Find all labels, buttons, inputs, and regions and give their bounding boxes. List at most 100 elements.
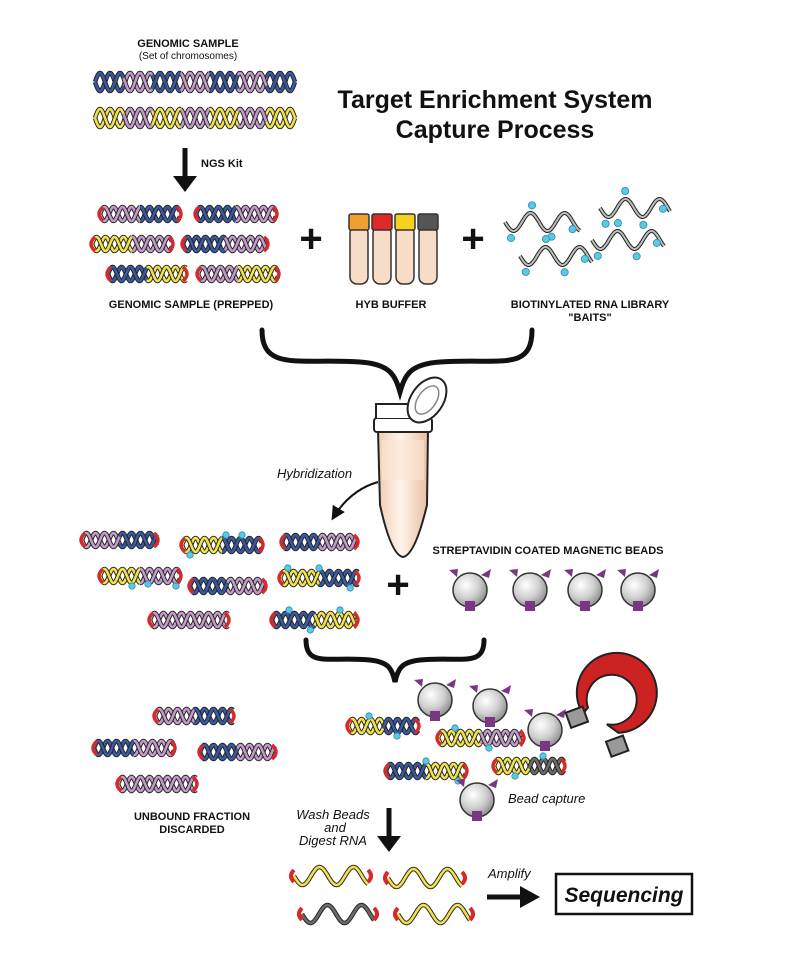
strand-segment: [122, 107, 154, 129]
dna-helix: [91, 738, 177, 758]
combine-brace-bottom: [303, 637, 487, 683]
dna-helix: [92, 106, 298, 130]
dna-helix: [89, 234, 175, 254]
biotin-dot: [613, 219, 622, 228]
streptavidin: [449, 569, 458, 577]
adapter-end: [179, 536, 187, 554]
biotin-dot: [593, 251, 602, 260]
magnetic-bead: [449, 569, 491, 611]
streptavidin: [617, 569, 626, 577]
dna-helix: [345, 712, 421, 740]
title-line-1: Target Enrichment System: [338, 86, 653, 114]
ngs-kit-label: NGS Kit: [201, 158, 243, 170]
dna-helix: [187, 576, 268, 596]
biotin-dot: [451, 724, 459, 732]
streptavidin: [465, 601, 475, 611]
strand-segment: [98, 567, 141, 585]
adapter-end: [262, 235, 270, 253]
rna-baits: [503, 187, 672, 277]
strand-segment: [346, 717, 385, 735]
strand-segment: [236, 743, 277, 761]
strand-fill: [292, 865, 369, 887]
strand-segment: [146, 265, 187, 283]
hybridized-mixture: [79, 530, 361, 634]
magnetic-bead: [456, 779, 498, 821]
strand-outline: [518, 244, 594, 268]
strand-segment: [90, 235, 133, 253]
biotin-dot: [632, 252, 641, 261]
strand-segment: [208, 71, 239, 93]
dna-helix: [79, 530, 160, 550]
strand-segment: [236, 71, 268, 93]
adapter-end: [152, 707, 160, 725]
adapter-end: [413, 717, 421, 735]
strand-outline: [396, 902, 472, 926]
streptavidin: [430, 711, 440, 721]
strand-fill: [386, 867, 463, 889]
streptavidin: [564, 569, 573, 577]
strand-segment: [179, 71, 211, 93]
strand-segment: [133, 739, 176, 757]
biotin-dot: [365, 712, 373, 720]
adapter-end: [518, 729, 526, 747]
adapter-end: [491, 757, 499, 775]
strand-segment: [492, 757, 531, 775]
dna-helix: [269, 606, 360, 634]
biotin-dot: [346, 584, 354, 592]
strand-segment: [194, 205, 237, 223]
strand-segment: [122, 71, 154, 93]
tube-body: [418, 225, 438, 285]
strand-segment: [139, 567, 182, 585]
strand-segment: [236, 107, 268, 129]
adapter-end: [147, 611, 155, 629]
dna-helix: [197, 742, 278, 762]
strand-segment: [265, 107, 297, 129]
streptavidin: [446, 679, 456, 688]
strand-segment: [181, 235, 226, 253]
strand-segment: [226, 577, 267, 595]
adapter-end: [260, 577, 268, 595]
strand-outline: [590, 228, 666, 252]
strand-fill: [300, 903, 376, 925]
strand-fill: [504, 211, 581, 233]
biotin-dot: [186, 551, 194, 559]
adapter-end: [383, 870, 390, 886]
adapter-end: [193, 205, 201, 223]
streptavidin: [541, 569, 551, 578]
rna-bait: [503, 201, 582, 243]
magnetic-bead: [414, 679, 456, 721]
wash-label-line-2: and: [324, 820, 346, 835]
strand-segment: [425, 762, 468, 780]
adapter-end: [393, 906, 400, 922]
bead-capture-cluster: [345, 679, 567, 821]
dna-helix: [115, 774, 199, 794]
biotin-dot: [506, 234, 515, 243]
strand-fill: [519, 245, 593, 267]
streptavidin: [488, 779, 498, 788]
biotin-dot: [238, 531, 246, 539]
streptavidin: [485, 717, 495, 727]
streptavidin: [524, 709, 533, 717]
adapter-end: [460, 870, 467, 886]
baits-label-line-1: BIOTINYLATED RNA LIBRARY: [511, 299, 670, 311]
strand-segment: [313, 611, 358, 629]
biotin-dot: [511, 772, 519, 780]
strand-segment: [116, 775, 159, 793]
adapter-end: [167, 235, 175, 253]
baits-label-line-2: "BAITS": [568, 312, 611, 324]
strand-segment: [235, 205, 278, 223]
biotin-dot: [393, 732, 401, 740]
strand-segment: [237, 265, 280, 283]
streptavidin: [509, 569, 518, 577]
strand-segment: [122, 71, 154, 93]
streptavidin: [596, 569, 606, 578]
wash-label-line-3: Digest RNA: [299, 833, 367, 848]
strand-segment: [98, 567, 141, 585]
magnetic-bead: [469, 685, 511, 727]
adapter-end: [79, 531, 87, 549]
streptavidin: [556, 709, 566, 718]
tube-cap: [348, 213, 370, 231]
strand-segment: [106, 265, 149, 283]
strand-segment: [384, 762, 427, 780]
biotin-dot: [639, 220, 648, 229]
